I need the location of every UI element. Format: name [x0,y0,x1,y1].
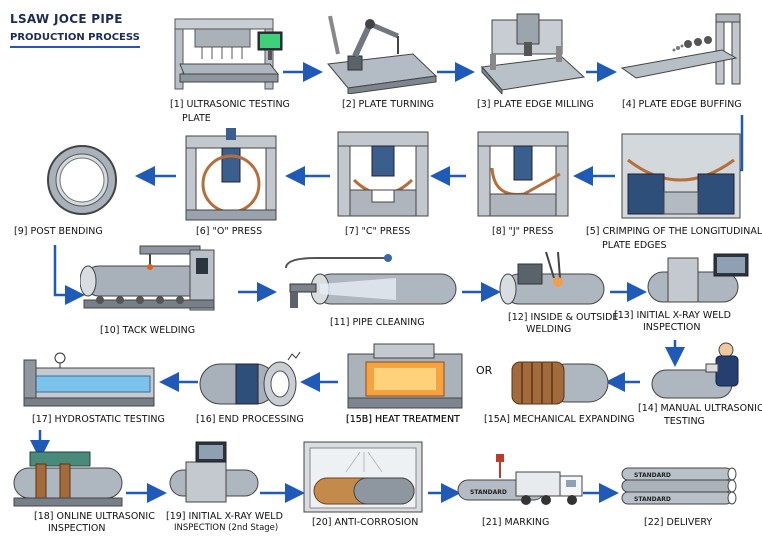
crimping-machine-illustration [621,133,741,219]
step-5-crimping [618,130,743,222]
step-16-label: [16] END PROCESSING [196,414,304,425]
marking-stamp-text: STANDARD [470,489,507,496]
ultrasonic-tester-illustration [174,18,283,90]
step-1-label: [1] ULTRASONIC TESTING [170,99,290,110]
step-12-label: [12] INSIDE & OUTSIDE [508,312,619,323]
step-6-label: [6] "O" PRESS [196,226,263,237]
step-3-plate-edge-milling [472,12,587,94]
welding-station-illustration [499,251,605,305]
delivery-stamp-text-1: STANDARD [634,472,671,479]
step-18-online-ultrasonic [10,446,126,508]
step-21-marking: STANDARD [456,452,586,510]
step-13-label-2: INSPECTION [643,322,701,333]
step-19-xray-2nd-stage [166,440,262,508]
step-18-label: [18] ONLINE ULTRASONIC [34,511,155,522]
step-20-anti-corrosion [300,438,426,514]
step-13-label: [13] INITIAL X-RAY WELD [614,310,731,321]
step-14-label-2: TESTING [664,416,705,427]
step-2-plate-turning [318,14,438,94]
buffing-machine-illustration [620,13,741,85]
step-20-label: [20] ANTI-CORROSION [312,517,419,528]
step-1-label-2: PLATE [182,113,211,124]
o-press-illustration [185,128,277,221]
furnace-illustration [347,343,463,409]
marking-truck-illustration: STANDARD [457,454,583,505]
step-17-label: [17] HYDROSTATIC TESTING [32,414,165,425]
step-7-c-press [334,128,432,222]
step-11-pipe-cleaning [276,254,462,316]
online-ut-illustration [13,451,123,507]
step-8-label: [8] "J" PRESS [492,226,554,237]
step-10-label: [10] TACK WELDING [100,325,196,336]
c-press-illustration [337,131,429,217]
step-4-label: [4] PLATE EDGE BUFFING [622,99,742,110]
manual-ut-illustration [651,342,739,399]
step-22-delivery: STANDARD STANDARD [620,462,742,514]
or-label: OR [476,364,493,377]
step-9-post-bending [42,140,122,220]
step-15b-heat-treatment [344,340,466,412]
j-press-illustration [477,131,569,217]
title-line-2: PRODUCTION PROCESS [10,32,140,48]
pipe-stack-illustration: STANDARD STANDARD [621,467,737,505]
xray-station-illustration [647,253,749,303]
diagram-title: LSAW JOCE PIPE PRODUCTION PROCESS [10,12,140,48]
hydrostatic-tank-illustration [23,352,155,407]
pipe-ring-illustration [47,145,117,215]
step-21-label: [21] MARKING [482,517,550,528]
step-13-xray-inspection [644,250,756,308]
step-5-label-2: PLATE EDGES [602,240,667,251]
step-19-label-2: INSPECTION (2nd Stage) [174,523,279,533]
expander-illustration [511,361,609,405]
step-22-label: [22] DELIVERY [644,517,713,528]
step-3-label: [3] PLATE EDGE MILLING [477,99,594,110]
title-line-1: LSAW JOCE PIPE [10,12,123,26]
step-9-label: [9] POST BENDING [14,226,103,237]
step-5-label: [5] CRIMPING OF THE LONGITUDINAL [586,226,762,237]
step-2-label: [2] PLATE TURNING [342,99,435,110]
milling-machine-illustration [481,13,586,94]
step-7-label: [7] "C" PRESS [345,226,411,237]
step-14-label: [14] MANUAL ULTRASONIC [638,403,762,414]
step-18-label-2: INSPECTION [48,523,106,534]
coating-booth-illustration [303,441,423,513]
step-12-inside-outside-welding [498,250,610,312]
step-17-hydrostatic-testing [20,352,160,408]
delivery-stamp-text-2: STANDARD [634,496,671,503]
step-10-tack-welding [80,240,240,320]
step-19-label: [19] INITIAL X-RAY WELD [166,511,283,522]
tack-welding-illustration [80,245,215,311]
step-15a-label: [15A] MECHANICAL EXPANDING [484,414,635,425]
robot-arm-illustration [327,15,438,94]
step-1-ultrasonic-testing-plate [170,14,285,94]
step-15a-mechanical-expanding [506,350,612,412]
pipe-cleaning-illustration [285,254,457,308]
step-6-o-press [182,128,280,222]
step-16-end-processing [196,350,306,412]
step-8-j-press [474,128,572,222]
step-11-label: [11] PIPE CLEANING [330,317,425,328]
arrow-9-10 [53,245,85,305]
step-4-plate-edge-buffing [618,10,743,94]
end-processing-illustration [199,351,301,407]
step-14-manual-ultrasonic [648,340,748,404]
xray-2nd-stage-illustration [169,441,259,503]
step-15b-caption: [15B] HEAT TREATMENT [346,414,460,425]
step-12-label-2: WELDING [526,324,572,335]
step-15b-label-visible: [15B] HEAT TREATMENT [346,414,460,425]
